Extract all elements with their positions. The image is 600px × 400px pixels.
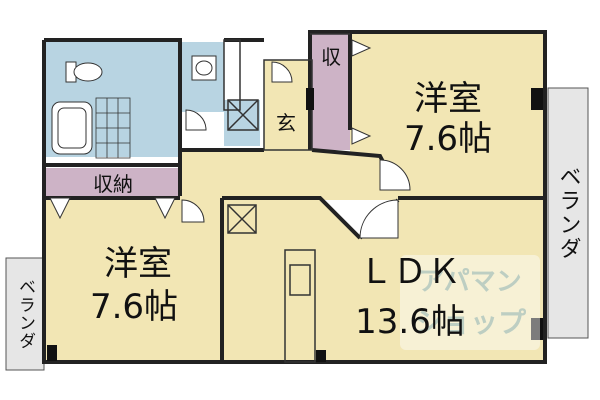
- room-name-ldk: ＬＤＫ: [359, 252, 461, 292]
- door-swings: [49, 39, 411, 239]
- washroom: [224, 100, 260, 146]
- room-name-top: 洋室: [414, 79, 482, 119]
- toilet-icon: [65, 61, 103, 83]
- veranda-left: [5, 257, 45, 371]
- room-name-left: 洋室: [104, 244, 172, 284]
- bath-tile-grid: [95, 97, 131, 159]
- entrance-label: 玄: [276, 111, 296, 135]
- storage-top: [312, 34, 350, 150]
- svg-text:アパマン: アパマン: [418, 267, 521, 297]
- columns: [47, 88, 543, 362]
- storage-left: [46, 168, 180, 196]
- room-size-ldk: 13.6帖: [355, 302, 465, 342]
- watermark-logo: アパマン ショップ: [400, 255, 540, 350]
- hallway: [180, 150, 545, 200]
- thin-walls: [223, 33, 350, 363]
- veranda-left-label: ベランダ: [15, 278, 35, 350]
- veranda-right: [547, 87, 589, 339]
- storage-label: 収納: [93, 172, 133, 196]
- bathtub-icon: [51, 101, 93, 155]
- western-room-left: [46, 196, 220, 361]
- veranda-right-label: ベランダ: [556, 165, 581, 261]
- room-size-top: 7.6帖: [404, 119, 492, 159]
- sink-icon: [191, 55, 217, 81]
- closet-label: 収: [321, 45, 341, 69]
- room-size-left: 7.6帖: [90, 287, 178, 327]
- ldk-room: [222, 200, 545, 362]
- svg-text:ショップ: ショップ: [414, 306, 527, 339]
